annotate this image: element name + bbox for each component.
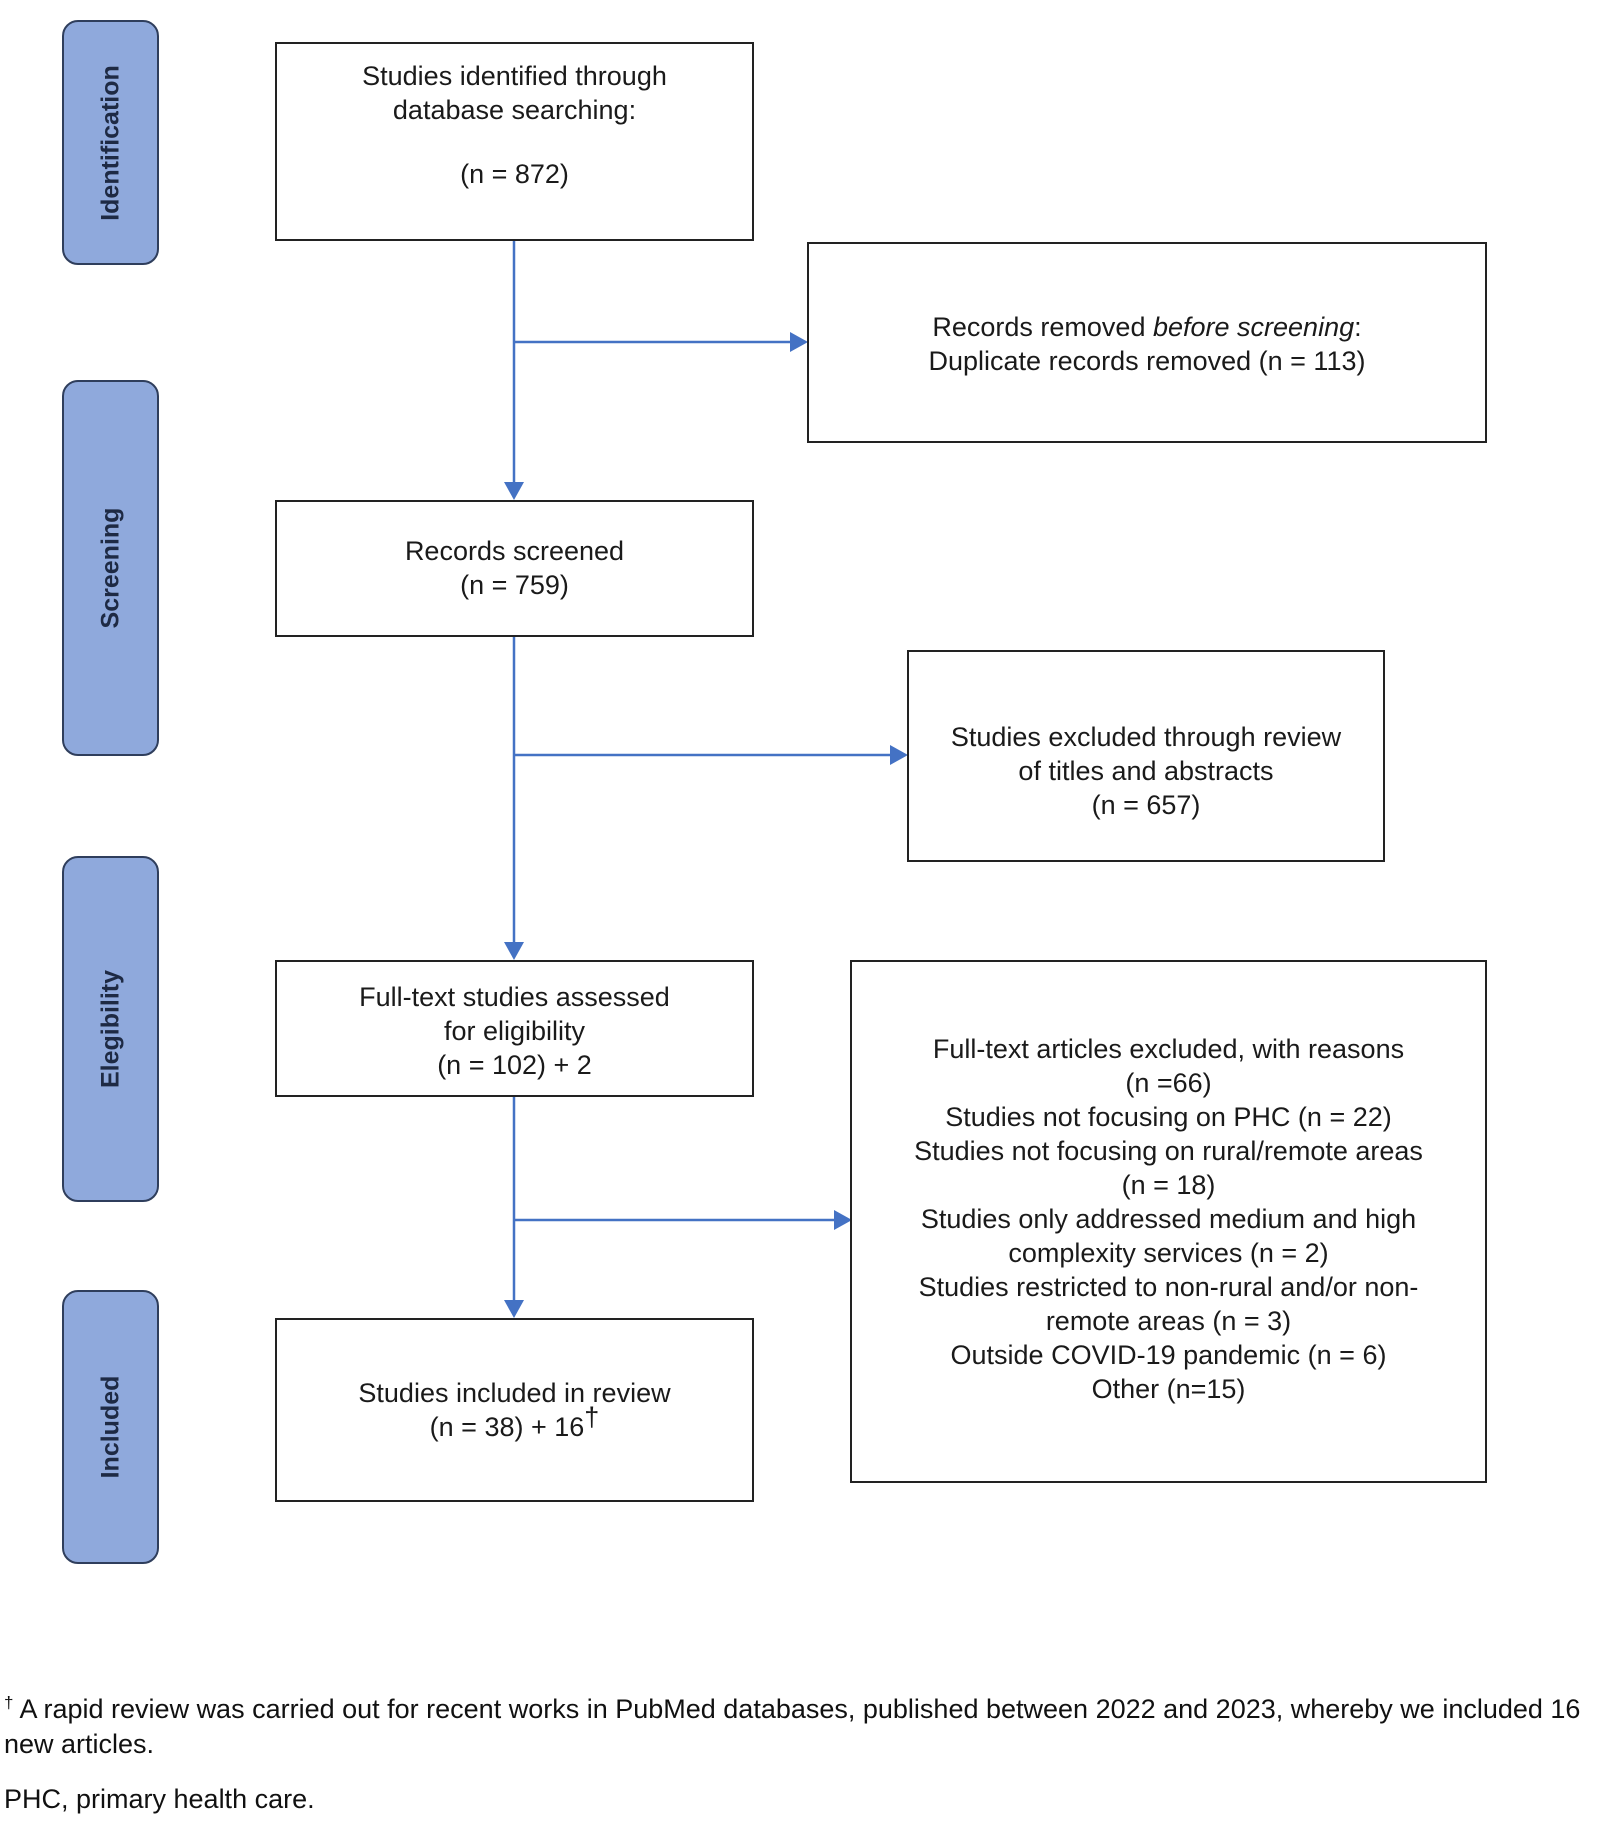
phase-included: Included bbox=[62, 1290, 159, 1564]
footnote-rapid-review-text: A rapid review was carried out for recen… bbox=[4, 1694, 1581, 1759]
fulltext-count: (n = 102) + 2 bbox=[437, 1050, 592, 1080]
fulltext-excluded-line-3: Studies not focusing on rural/remote are… bbox=[914, 1136, 1423, 1166]
removed-prefix: Records removed bbox=[932, 312, 1153, 342]
fulltext-excluded-line-0: Full-text articles excluded, with reason… bbox=[932, 1034, 1405, 1064]
footnote-dagger: † bbox=[4, 1693, 14, 1712]
excluded-abstracts-line1: Studies excluded through review bbox=[950, 722, 1342, 752]
identified-count: (n = 872) bbox=[460, 159, 569, 189]
arrowhead-removed bbox=[790, 332, 808, 352]
included-line1: Studies included in review bbox=[358, 1378, 671, 1408]
arrowhead-excluded-abstracts bbox=[890, 745, 908, 765]
arrowhead-fulltext bbox=[504, 942, 524, 960]
removed-italic: before screening bbox=[1152, 312, 1355, 342]
fulltext-excluded-line-7: Studies restricted to non-rural and/or n… bbox=[918, 1272, 1419, 1302]
excluded-abstracts-line2: of titles and abstracts bbox=[1018, 756, 1274, 786]
fulltext-excluded-line-10: Other (n=15) bbox=[1091, 1374, 1246, 1404]
included-dagger: † bbox=[584, 1402, 600, 1432]
removed-suffix: : bbox=[1354, 312, 1362, 342]
phase-identification: Identification bbox=[62, 20, 159, 265]
included-count: (n = 38) + 16 bbox=[429, 1412, 585, 1442]
box-records-screened: Records screened (n = 759) bbox=[275, 500, 754, 637]
fulltext-excluded-line-8: remote areas (n = 3) bbox=[1045, 1306, 1292, 1336]
phase-eligibility: Elegibility bbox=[62, 856, 159, 1202]
box-records-removed: Records removed before screening: Duplic… bbox=[807, 242, 1487, 443]
box-excluded-abstracts: Studies excluded through review of title… bbox=[907, 650, 1385, 862]
arrowhead-screened bbox=[504, 482, 524, 500]
box-fulltext-assessed: Full-text studies assessed for eligibili… bbox=[275, 960, 754, 1097]
removed-line2: Duplicate records removed (n = 113) bbox=[928, 346, 1366, 376]
fulltext-excluded-line-5: Studies only addressed medium and high bbox=[920, 1204, 1417, 1234]
arrowhead-fulltext-excluded bbox=[834, 1210, 852, 1230]
excluded-abstracts-count: (n = 657) bbox=[1091, 790, 1201, 820]
fulltext-line1: Full-text studies assessed bbox=[359, 982, 670, 1012]
phase-screening: Screening bbox=[62, 380, 159, 756]
box-studies-identified: Studies identified through database sear… bbox=[275, 42, 754, 241]
box-fulltext-excluded: Full-text articles excluded, with reason… bbox=[850, 960, 1487, 1483]
footnote-abbreviation: PHC, primary health care. bbox=[4, 1784, 315, 1814]
footnote-rapid-review: † A rapid review was carried out for rec… bbox=[4, 1692, 1594, 1762]
fulltext-excluded-line-9: Outside COVID-19 pandemic (n = 6) bbox=[950, 1340, 1387, 1370]
fulltext-excluded-line-1: (n =66) bbox=[1125, 1068, 1212, 1098]
identified-line1: Studies identified through bbox=[362, 61, 667, 91]
fulltext-excluded-line-4: (n = 18) bbox=[1121, 1170, 1216, 1200]
arrowhead-included bbox=[504, 1300, 524, 1318]
identified-line2: database searching: bbox=[392, 95, 637, 125]
fulltext-line2: for eligibility bbox=[443, 1016, 586, 1046]
screened-count: (n = 759) bbox=[460, 570, 569, 600]
fulltext-excluded-line-6: complexity services (n = 2) bbox=[1008, 1238, 1329, 1268]
fulltext-excluded-line-2: Studies not focusing on PHC (n = 22) bbox=[945, 1102, 1392, 1132]
box-studies-included: Studies included in review (n = 38) + 16… bbox=[275, 1318, 754, 1502]
removed-line1: Records removed before screening: bbox=[932, 310, 1361, 344]
screened-line1: Records screened bbox=[404, 536, 625, 566]
included-line2: (n = 38) + 16† bbox=[429, 1402, 600, 1444]
